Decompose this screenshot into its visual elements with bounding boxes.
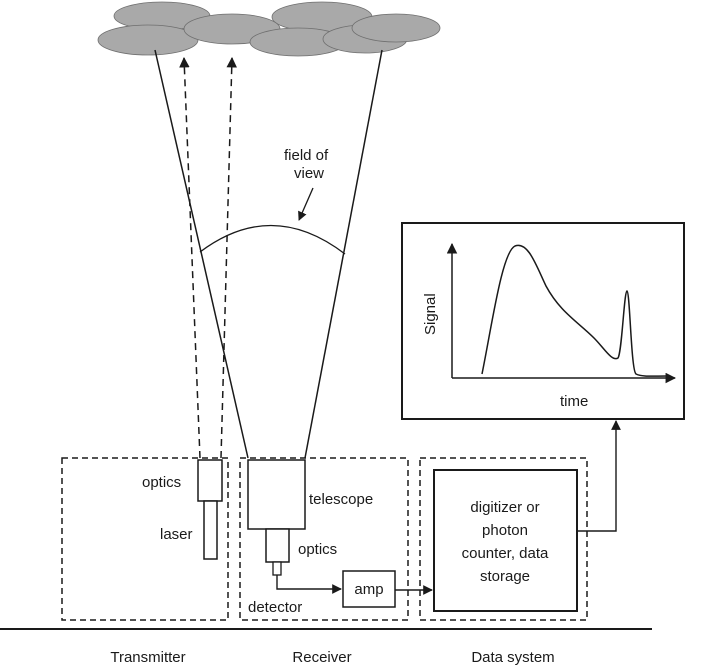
cloud-puff — [351, 13, 441, 43]
digitizer-label-line2: photon — [482, 522, 528, 539]
cloud-layer — [97, 1, 441, 57]
signal-axis-label: Signal — [422, 293, 439, 335]
digitizer-label-line1: digitizer or — [470, 499, 539, 516]
transmitter-optics-label: optics — [142, 474, 181, 491]
detector-to-amp-arrow — [276, 575, 342, 594]
data-system-caption: Data system — [471, 649, 554, 666]
laser-label: laser — [160, 526, 193, 543]
fov-label-line1: field of — [284, 147, 329, 164]
receiver-box — [239, 457, 409, 621]
telescope — [247, 459, 306, 530]
transmitter-optics — [197, 459, 223, 502]
fov-right-edge — [304, 49, 383, 459]
detector-label: detector — [248, 599, 302, 616]
amp-box — [342, 570, 396, 608]
laser — [203, 500, 218, 560]
laser-beam-right — [220, 56, 237, 459]
receiver-optics-label: optics — [298, 541, 337, 558]
time-axis-label: time — [560, 393, 588, 410]
transmitter-caption: Transmitter — [110, 649, 185, 666]
data-system-box — [419, 457, 588, 621]
digitizer-label-line4: storage — [480, 568, 530, 585]
digitizer-to-plot-arrow — [577, 420, 621, 532]
fov-label-line2: view — [294, 165, 324, 182]
signal-curve — [481, 244, 669, 377]
cloud-puff — [97, 24, 199, 56]
fov-pointer-arrow — [298, 187, 314, 221]
detector — [272, 561, 282, 576]
telescope-label: telescope — [309, 491, 373, 508]
amp-label: amp — [354, 581, 383, 598]
fov-arc — [199, 224, 346, 255]
digitizer-label-line3: counter, data — [462, 545, 549, 562]
digitizer-box — [433, 469, 578, 612]
signal-plot-frame — [401, 222, 685, 420]
receiver-caption: Receiver — [292, 649, 351, 666]
transmitter-box — [61, 457, 229, 621]
fov-left-edge — [154, 49, 249, 459]
laser-beam-left — [179, 56, 201, 459]
receiver-optics — [265, 528, 290, 563]
